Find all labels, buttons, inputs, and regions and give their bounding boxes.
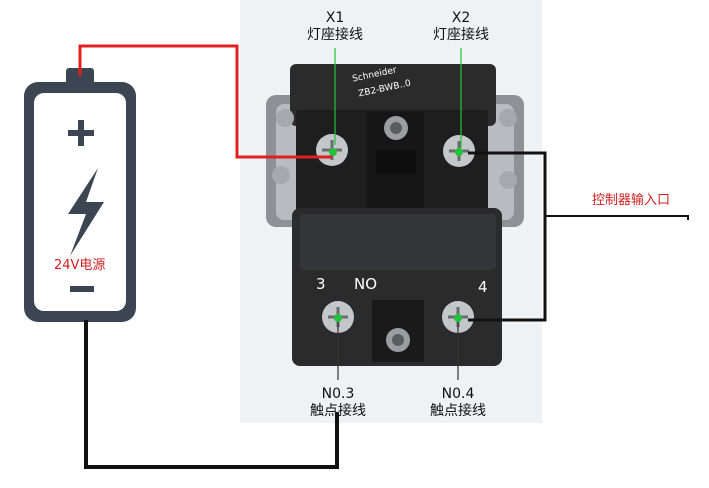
- label-n04-desc: 触点接线: [430, 403, 486, 419]
- label-controller-input: 控制器输入口: [592, 193, 671, 208]
- plus-icon: [68, 120, 94, 146]
- wire-positive: [78, 44, 332, 159]
- marker-x1: [329, 148, 337, 156]
- label-n04-title: N0.4: [441, 386, 475, 402]
- minus-icon: [70, 286, 94, 292]
- terminal-4-label: 4: [478, 278, 488, 296]
- label-x1-title: X1: [325, 10, 345, 26]
- label-x2-title: X2: [451, 10, 471, 26]
- wire-controller-input: [545, 215, 689, 220]
- label-x2-desc: 灯座接线: [433, 27, 489, 43]
- marker-n04: [454, 314, 462, 322]
- label-n03-desc: 触点接线: [310, 403, 366, 419]
- label-power-source: 24V电源: [54, 258, 106, 273]
- wire-negative: [84, 320, 339, 469]
- marker-n03: [334, 314, 342, 322]
- label-n03-title: N0.3: [321, 386, 355, 402]
- terminal-no-label: NO: [354, 275, 378, 293]
- label-x1-desc: 灯座接线: [307, 27, 363, 43]
- lightning-bolt-icon: [68, 168, 104, 256]
- battery-icon: [24, 68, 136, 322]
- terminal-3-label: 3: [316, 275, 326, 293]
- marker-x2: [455, 148, 463, 156]
- wire-controller-x2: [468, 151, 547, 322]
